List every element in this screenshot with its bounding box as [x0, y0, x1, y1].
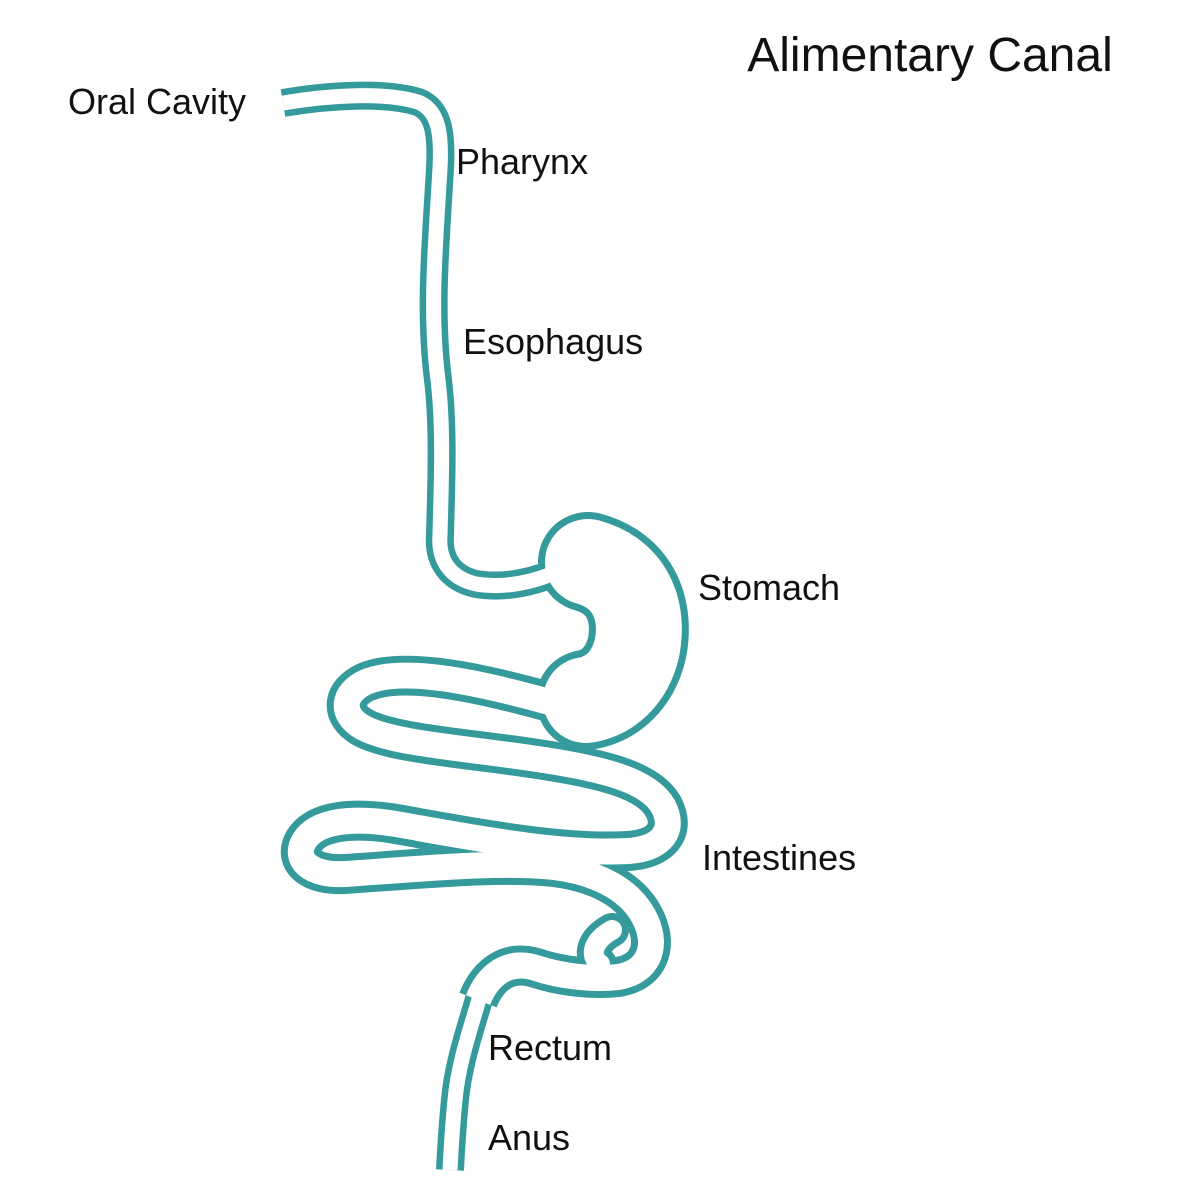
intestines-lumen	[287, 662, 681, 1006]
label-stomach: Stomach	[698, 567, 841, 608]
label-esophagus: Esophagus	[463, 321, 644, 362]
diagram-title: Alimentary Canal	[747, 29, 1113, 82]
oral-cavity-esophagus-lumen	[281, 88, 555, 594]
intestine-fold-lumen	[583, 920, 622, 974]
stomach-lumen	[543, 519, 682, 743]
rectum-anus-lumen	[442, 993, 488, 1171]
tube-lumen-layer	[281, 88, 682, 1171]
label-intestines: Intestines	[702, 837, 857, 878]
label-anus: Anus	[488, 1117, 571, 1158]
label-oral-cavity: Oral Cavity	[68, 81, 247, 122]
label-rectum: Rectum	[488, 1027, 613, 1068]
label-pharynx: Pharynx	[456, 141, 589, 182]
